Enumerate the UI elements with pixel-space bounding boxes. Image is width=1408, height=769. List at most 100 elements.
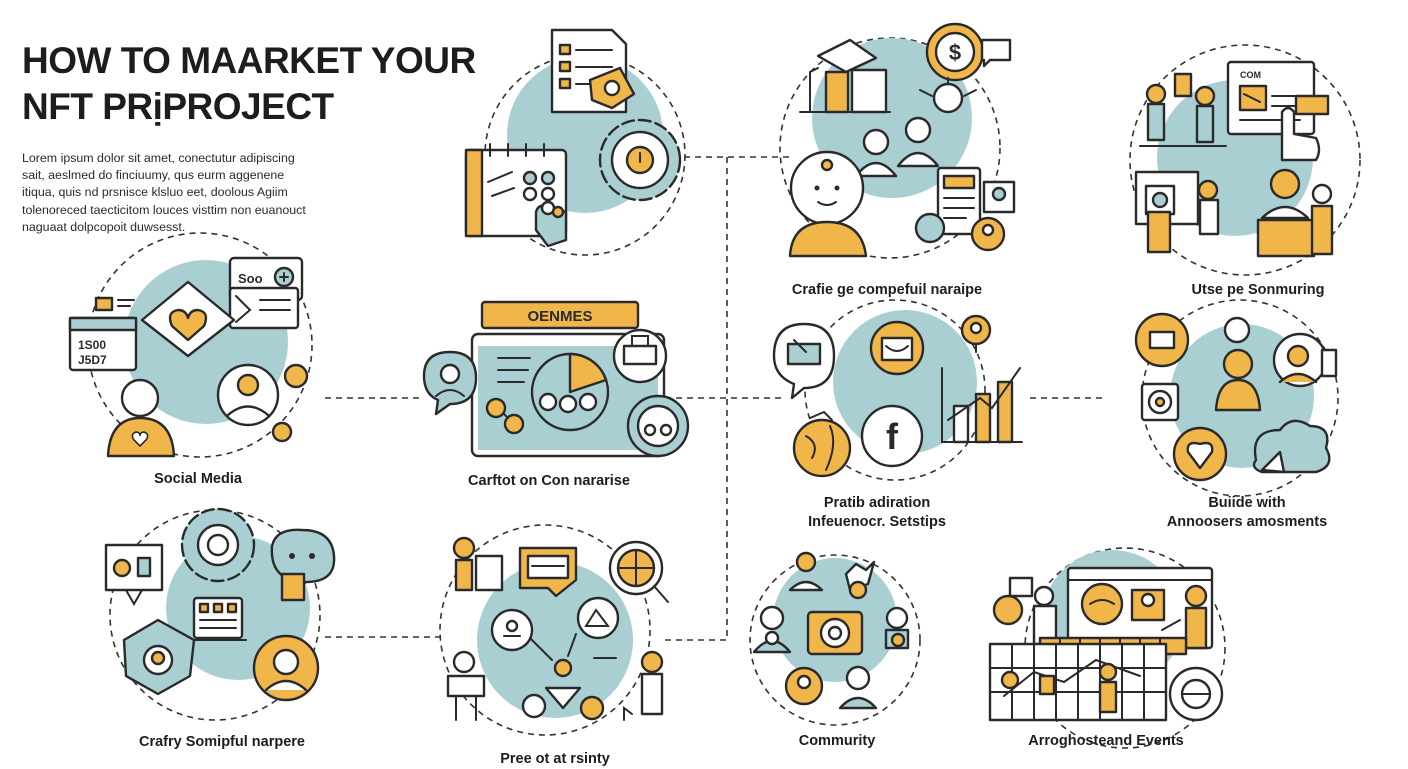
cloud-icon — [1252, 419, 1331, 474]
avatar — [788, 150, 868, 258]
title-line-2: NFT PRịPROJECT — [22, 86, 334, 127]
node-pree — [439, 524, 669, 736]
user-icon — [106, 378, 176, 458]
intro-line: sait, aeslmed do finciuumy, qus eurm agg… — [22, 168, 285, 183]
mountain-icon — [576, 596, 620, 640]
caption-community: Commurity — [798, 733, 876, 749]
gear-icon — [180, 507, 256, 583]
building-icon — [799, 38, 891, 114]
speaker-podium-icon — [992, 576, 1058, 646]
intro-line: itiqua, quis nd prsnisce klsluo eet, doo… — [22, 185, 288, 200]
caption-compelling-narrative: Crafie ge compefuil naraipe — [791, 282, 983, 298]
profile-bubble-icon — [1272, 332, 1338, 388]
caption-influencer: Pratib adiration Infeuenocr. Setstips — [808, 494, 946, 532]
camera-icon — [806, 610, 864, 656]
heart-icon — [140, 280, 236, 358]
dollar-coin-icon: $ — [925, 22, 1012, 82]
shield-heart-icon — [1172, 426, 1228, 482]
person-icon — [1214, 316, 1262, 412]
node-use-sponsoring: COM — [1129, 44, 1361, 276]
node-influencer: f — [772, 299, 1023, 481]
caption-line: Buiide with — [1208, 495, 1286, 511]
svg-text:$: $ — [949, 40, 961, 65]
fb-letter: f — [886, 416, 899, 457]
calendar-icon: 1S00 J5D7 — [68, 296, 138, 372]
pin-icon — [960, 314, 992, 353]
caption-line: Pratib adiration — [823, 495, 931, 511]
chat-robot-icon — [270, 528, 336, 602]
profile-card-icon — [914, 166, 1016, 252]
caption-events: Arroghosteand Events — [1028, 733, 1184, 749]
title-line-1: HOW TO MAARKET YOUR — [22, 40, 476, 81]
node-compelling-narrative: $ — [779, 22, 1016, 259]
gear-icon — [598, 118, 682, 202]
page-title: HOW TO MAARKET YOUR NFT PRịPROJECT — [22, 38, 476, 130]
node-crafty — [104, 507, 336, 721]
node-content-narrative: OENMES — [422, 300, 690, 458]
caption-line: Annoosers amosments — [1166, 514, 1328, 530]
calendar-row-1: 1S00 — [78, 338, 106, 352]
browser-window-icon: COM — [1226, 60, 1330, 136]
grid-floor-icon — [988, 642, 1168, 722]
connector-lines — [325, 156, 1105, 641]
people-icon — [1139, 72, 1227, 147]
caption-social-media: Social Media — [154, 471, 242, 487]
layout-card-icon — [189, 596, 247, 641]
node-build-with — [1134, 299, 1339, 497]
node-circle-icon — [490, 608, 534, 652]
chat-bubble-icon: Soo — [228, 256, 304, 330]
handshake-bubble-icon — [772, 322, 836, 400]
target-icon — [1140, 382, 1180, 422]
person-right-icon — [884, 606, 910, 650]
pie-chart-icon — [530, 352, 610, 432]
node-planning — [464, 28, 686, 256]
id-card-icon — [104, 543, 164, 607]
shop-icon — [869, 320, 925, 376]
person-desk-icon — [446, 650, 486, 721]
presenter-icon — [452, 536, 504, 592]
presenter-icon — [1256, 168, 1334, 258]
globe-icon — [792, 410, 852, 478]
hand-icon — [534, 200, 568, 248]
avatar-bubble-icon — [422, 350, 478, 416]
bar-chart-icon — [941, 367, 1023, 444]
caption-crafty: Crafry Somipful narpere — [139, 734, 305, 750]
caption-build-with: Buiide with Annoosers amosments — [1167, 494, 1327, 532]
presenter-icon — [1161, 584, 1208, 650]
caption-content-narrative: Carftot on Con nararise — [468, 473, 630, 489]
poster-icon — [1134, 170, 1220, 254]
printer-bubble-icon — [612, 328, 668, 384]
people-bottom-icon — [784, 665, 878, 710]
people-icon — [521, 650, 664, 721]
oenmes-label: OENMES — [527, 308, 592, 325]
caption-pree: Pree ot at rsinty — [500, 751, 610, 767]
badge-icon — [588, 66, 636, 110]
intro-line: Lorem ipsum dolor sit amet, conectutur a… — [22, 151, 295, 165]
video-screen-icon — [1066, 566, 1214, 650]
calendar-icon — [518, 546, 578, 598]
node-events — [988, 547, 1226, 749]
pointer-hand-icon — [1280, 106, 1321, 162]
intro-line: naguaat dolpcopoit duwsesst. — [22, 219, 186, 234]
caption-use-sponsoring: Utse pe Sonmuring — [1191, 282, 1325, 298]
facebook-icon: f — [860, 404, 924, 468]
node-social-media: Soo 1S00 J5D7 — [68, 232, 313, 458]
people-top-icon — [788, 551, 876, 600]
location-shield-icon — [122, 618, 196, 696]
network-dots-icon — [485, 397, 525, 435]
intro-paragraph: Lorem ipsum dolor sit amet, conectutur a… — [22, 150, 367, 236]
caption-line: Infeuenocr. Setstips — [808, 514, 946, 530]
soo-label: Soo — [238, 271, 263, 286]
people-circle-icon — [252, 634, 320, 702]
rating-badge-icon — [626, 394, 690, 458]
no-entry-sign-icon — [1168, 666, 1224, 722]
calendar-row-2: J5D7 — [78, 353, 107, 367]
node-community — [749, 551, 921, 726]
cat-card-icon — [1134, 312, 1190, 368]
support-agent-icon — [216, 363, 309, 443]
lightbulb-icon — [919, 77, 977, 114]
intro-line: tolenoreced taecticitom louces visttim n… — [22, 202, 306, 217]
globe-search-icon — [608, 540, 669, 603]
